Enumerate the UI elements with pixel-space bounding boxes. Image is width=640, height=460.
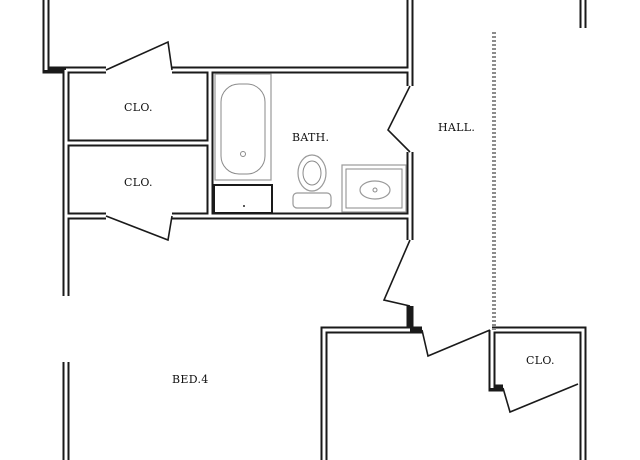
wall-lower-room: [320, 326, 410, 460]
door-closet-lower: [105, 215, 173, 242]
bath-fixtures: [213, 73, 407, 214]
sink-basin: [359, 180, 391, 200]
wall-cores: [44, 0, 585, 460]
toilet-seat: [302, 160, 322, 186]
door-closet-upper: [105, 40, 173, 71]
tub-shelf: [213, 184, 273, 214]
wall-right-closet-left: [488, 330, 503, 392]
door-bath: [387, 85, 411, 153]
label-bath: BATH.: [292, 131, 329, 144]
bathtub-drain: [240, 151, 246, 157]
door-lower-room: [421, 329, 491, 358]
wall-top-left-stub: [42, 0, 66, 74]
label-hall: HALL.: [438, 121, 475, 134]
bathtub-inner: [220, 83, 266, 175]
room-labels: CLO. CLO. BATH. HALL. BED.4 CLO.: [124, 101, 555, 386]
doors: [105, 40, 579, 414]
toilet-bowl: [297, 154, 327, 192]
label-bedroom: BED.4: [172, 373, 209, 386]
wall-hall-lower: [406, 306, 422, 334]
label-closet-lower: CLO.: [124, 176, 153, 189]
wall-mid-horizontal-2: [172, 212, 414, 240]
label-closet-right: CLO.: [526, 354, 555, 367]
toilet-tank: [292, 192, 332, 209]
door-closet-right: [502, 383, 579, 414]
door-bedroom: [382, 239, 411, 307]
vanity-rim: [345, 168, 403, 209]
label-closet-upper: CLO.: [124, 101, 153, 114]
sink-drain: [372, 187, 378, 193]
